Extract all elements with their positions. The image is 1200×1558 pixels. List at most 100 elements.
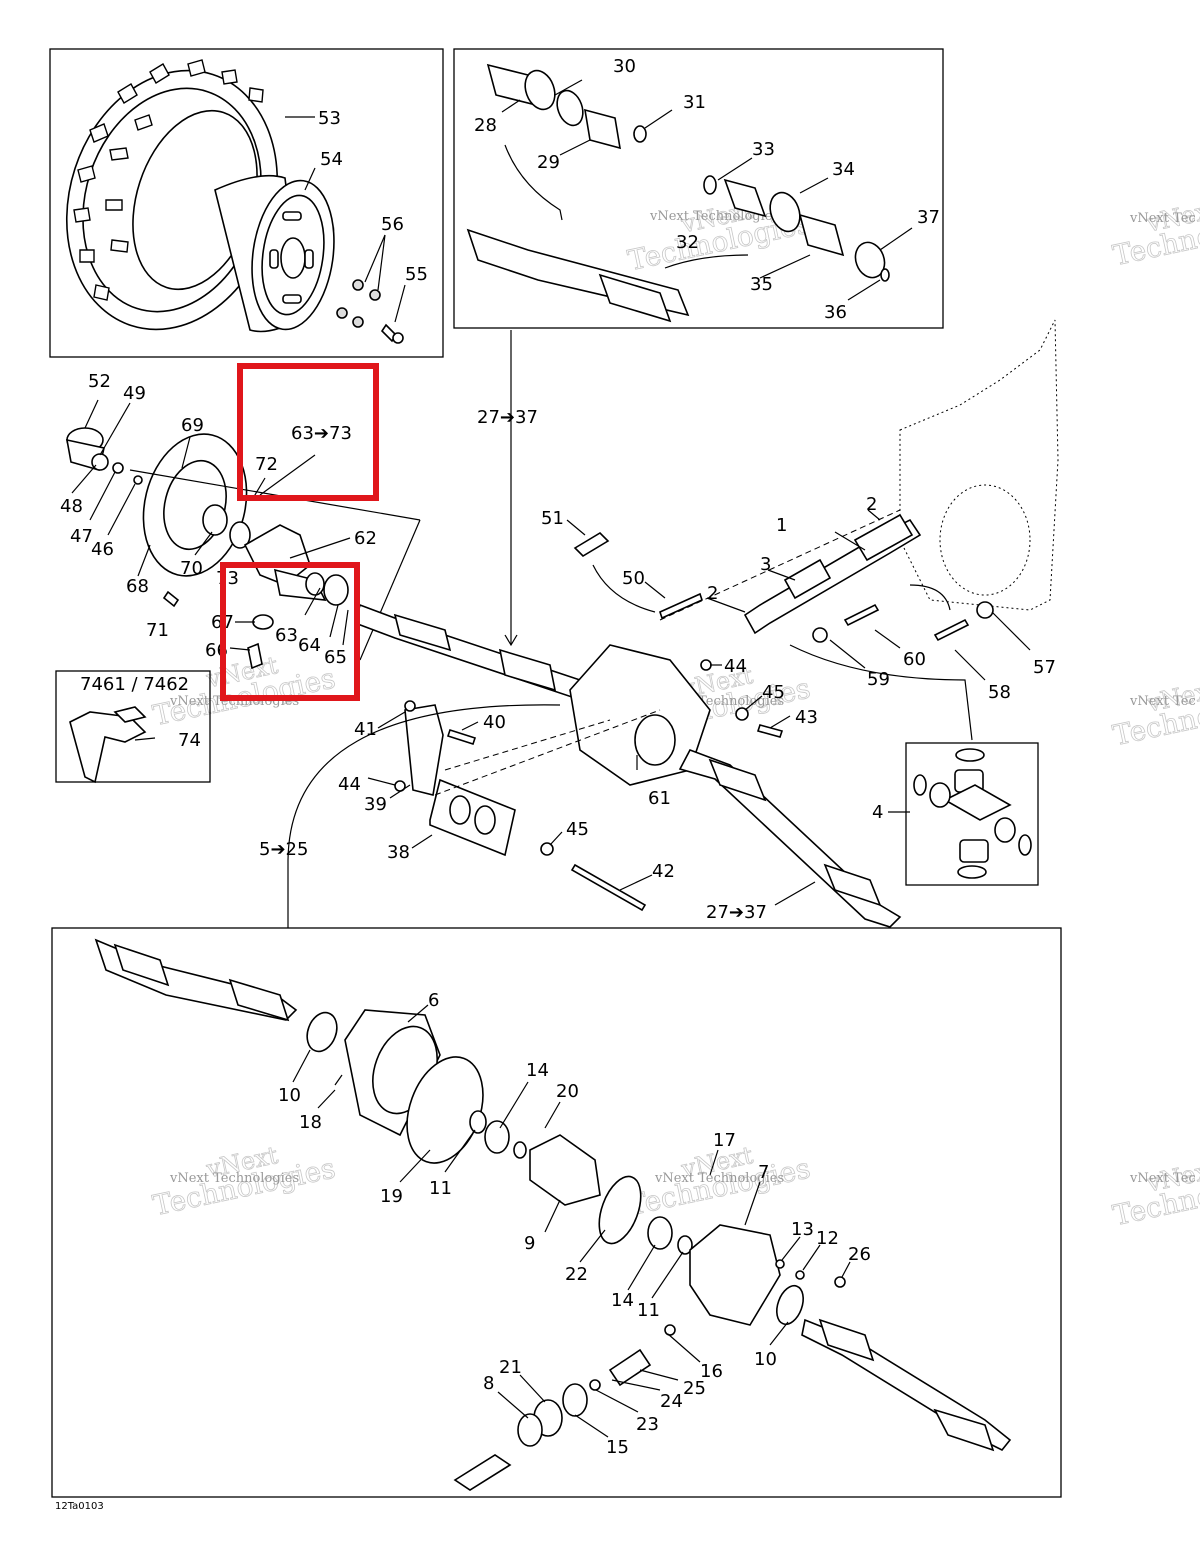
label-16: 16 [700, 1361, 723, 1382]
label-4: 4 [872, 802, 883, 823]
label-50: 50 [622, 568, 645, 589]
label-27-37-top: 27➔37 [477, 407, 538, 428]
label-25: 25 [683, 1378, 706, 1399]
label-70: 70 [180, 558, 203, 579]
label-63-73: 63➔73 [291, 423, 352, 444]
differential-illustration [94, 938, 1012, 1491]
label-9: 9 [524, 1233, 535, 1254]
leader-lines [71, 79, 1031, 1438]
label-27-37-bottom: 27➔37 [706, 902, 767, 923]
label-2-upper: 2 [866, 494, 877, 515]
label-45-lower: 45 [566, 819, 589, 840]
label-61: 61 [648, 788, 671, 809]
label-37: 37 [917, 207, 940, 228]
u-joint-detail-box [905, 742, 1039, 886]
label-7461-7462: 7461 / 7462 [80, 674, 189, 695]
label-68: 68 [126, 576, 149, 597]
label-43: 43 [795, 707, 818, 728]
label-21: 21 [499, 1357, 522, 1378]
label-7: 7 [758, 1162, 769, 1183]
label-45-upper: 45 [762, 682, 785, 703]
label-60: 60 [903, 649, 926, 670]
label-23: 23 [636, 1414, 659, 1435]
label-11-left: 11 [429, 1178, 452, 1199]
label-64: 64 [298, 635, 321, 656]
label-19: 19 [380, 1186, 403, 1207]
label-8: 8 [483, 1373, 494, 1394]
label-38: 38 [387, 842, 410, 863]
label-55: 55 [405, 264, 428, 285]
label-36: 36 [824, 302, 847, 323]
label-73: 73 [216, 568, 239, 589]
label-24: 24 [660, 1391, 683, 1412]
label-54: 54 [320, 149, 343, 170]
highlight-box-63-65 [220, 562, 360, 701]
label-40: 40 [483, 712, 506, 733]
label-32: 32 [676, 232, 699, 253]
label-56: 56 [381, 214, 404, 235]
label-28: 28 [474, 115, 497, 136]
label-62: 62 [354, 528, 377, 549]
label-65: 65 [324, 647, 347, 668]
label-1: 1 [776, 515, 787, 536]
label-12: 12 [816, 1228, 839, 1249]
watermark-small: vNext Technologies [169, 1171, 299, 1186]
label-58: 58 [988, 682, 1011, 703]
label-2-lower: 2 [707, 583, 718, 604]
label-6: 6 [428, 990, 439, 1011]
rim-illustration [214, 174, 335, 333]
label-3: 3 [760, 554, 771, 575]
watermark-small: vNext Technologies [649, 209, 779, 224]
label-46: 46 [91, 539, 114, 560]
label-53: 53 [318, 108, 341, 129]
wheel-nuts [336, 279, 404, 344]
label-51: 51 [541, 508, 564, 529]
label-69: 69 [181, 415, 204, 436]
watermark-small: vNext Technologies [654, 1171, 784, 1186]
label-63: 63 [275, 625, 298, 646]
label-41: 41 [354, 719, 377, 740]
label-42: 42 [652, 861, 675, 882]
label-39: 39 [364, 794, 387, 815]
label-5-25: 5➔25 [259, 839, 308, 860]
part-labels: 53 54 56 55 30 31 28 29 33 34 37 32 35 3… [55, 56, 1056, 1512]
label-22: 22 [565, 1264, 588, 1285]
label-48: 48 [60, 496, 83, 517]
label-30: 30 [613, 56, 636, 77]
knuckle-illustration [69, 706, 147, 784]
watermark-small: vNext Tec [1129, 694, 1196, 709]
label-57: 57 [1033, 657, 1056, 678]
label-49: 49 [123, 383, 146, 404]
main-assembly [65, 319, 1059, 928]
label-15: 15 [606, 1437, 629, 1458]
wheel-detail-box [49, 48, 444, 358]
label-11-right: 11 [637, 1300, 660, 1321]
label-47: 47 [70, 526, 93, 547]
differential-detail-box [51, 927, 1062, 1498]
watermark-small: vNext Tec [1129, 1171, 1196, 1186]
label-10-right: 10 [754, 1349, 777, 1370]
label-10-left: 10 [278, 1085, 301, 1106]
label-44-left: 44 [338, 774, 361, 795]
label-44-right: 44 [724, 656, 747, 677]
cv-joint-exploded [466, 63, 890, 323]
label-71: 71 [146, 620, 169, 641]
label-34: 34 [832, 159, 855, 180]
label-72: 72 [255, 454, 278, 475]
label-52: 52 [88, 371, 111, 392]
u-joint-illustration [913, 748, 1032, 879]
driveshaft-detail-box [453, 48, 944, 329]
label-33: 33 [752, 139, 775, 160]
knuckle-detail-box [55, 670, 211, 783]
watermark-small: vNext Tec [1129, 211, 1196, 226]
label-17: 17 [713, 1130, 736, 1151]
label-31: 31 [683, 92, 706, 113]
label-14-lower: 14 [611, 1290, 634, 1311]
label-18: 18 [299, 1112, 322, 1133]
tire-illustration [65, 59, 279, 331]
label-26: 26 [848, 1244, 871, 1265]
label-35: 35 [750, 274, 773, 295]
label-29: 29 [537, 152, 560, 173]
label-14-upper: 14 [526, 1060, 549, 1081]
